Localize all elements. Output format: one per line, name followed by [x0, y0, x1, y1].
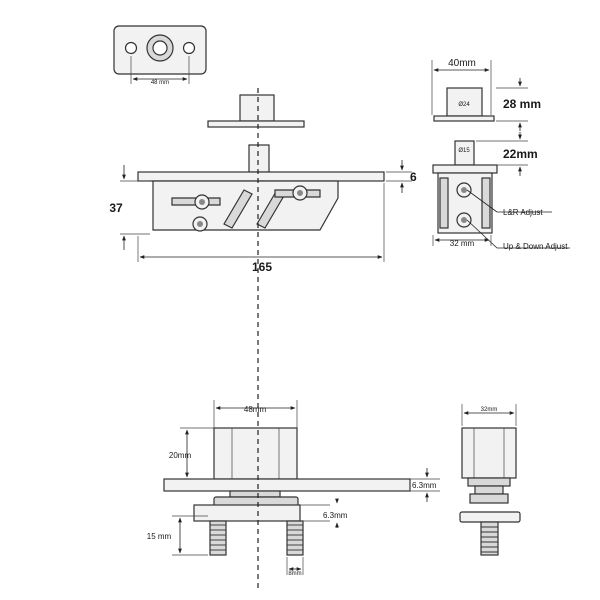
slot-diagonal-left [223, 189, 253, 229]
ud-adjust-label: Up & Down Adjust [503, 242, 568, 251]
bottom-bracket-plate [193, 504, 301, 522]
top-plate-width-label: 48 mm [151, 80, 169, 86]
shaft-diameter-label: Ø15 [458, 148, 470, 154]
bolt-width-label: 8mm [288, 571, 301, 577]
right-view: 40mm Ø24 28 mm Ø15 22mm L&R Adjust U [431, 58, 570, 251]
bottom-right-width-label: 32mm [481, 407, 498, 413]
bottom-right-bolt [480, 521, 499, 556]
pivot-shaft [248, 144, 270, 173]
right-plate [432, 164, 498, 174]
bolt-left [209, 520, 227, 556]
pivot-nut [229, 490, 281, 498]
bottom-right-washer [467, 477, 511, 487]
bottom-block [213, 427, 298, 480]
lr-adjust-label: L&R Adjust [503, 208, 543, 217]
body-height-label: 37 [109, 201, 123, 215]
bottom-width-label: 48mm [244, 405, 267, 414]
pivot-flange [207, 120, 305, 128]
nut-thickness-label: 6.3mm [323, 511, 348, 520]
pivot-pin-cap [239, 94, 275, 122]
body-width-label: 32 mm [450, 239, 475, 248]
bottom-height-label: 20mm [169, 451, 192, 460]
bolt-length-label: 15 mm [147, 532, 172, 541]
top-plate-hole-left [124, 41, 138, 55]
top-plate-hole-right [182, 41, 196, 55]
bottom-plate [163, 478, 411, 492]
top-plate-bore [152, 40, 168, 56]
bottom-plate-thickness-label: 6.3mm [412, 481, 437, 490]
bottom-right-view: 32mm [459, 404, 521, 556]
bottom-view: 48mm 20mm 6.3mm 6.3mm [147, 400, 440, 577]
top-height-label: 28 mm [503, 97, 541, 111]
top-cap-flange [433, 115, 495, 122]
shaft-height-label: 22mm [503, 147, 538, 161]
top-diameter-label: Ø24 [458, 102, 470, 108]
plate-thickness-label: 6 [410, 170, 417, 184]
side-view: 37 165 6 [109, 94, 417, 274]
bolt-right [286, 520, 304, 556]
bottom-right-block [461, 427, 517, 479]
top-width-label: 40mm [448, 58, 476, 69]
mounting-plate [137, 171, 385, 182]
top-plate-view: 48 mm [113, 25, 207, 86]
bottom-right-base [459, 511, 521, 523]
top-cap [446, 87, 483, 117]
body-length-label: 165 [252, 260, 272, 274]
